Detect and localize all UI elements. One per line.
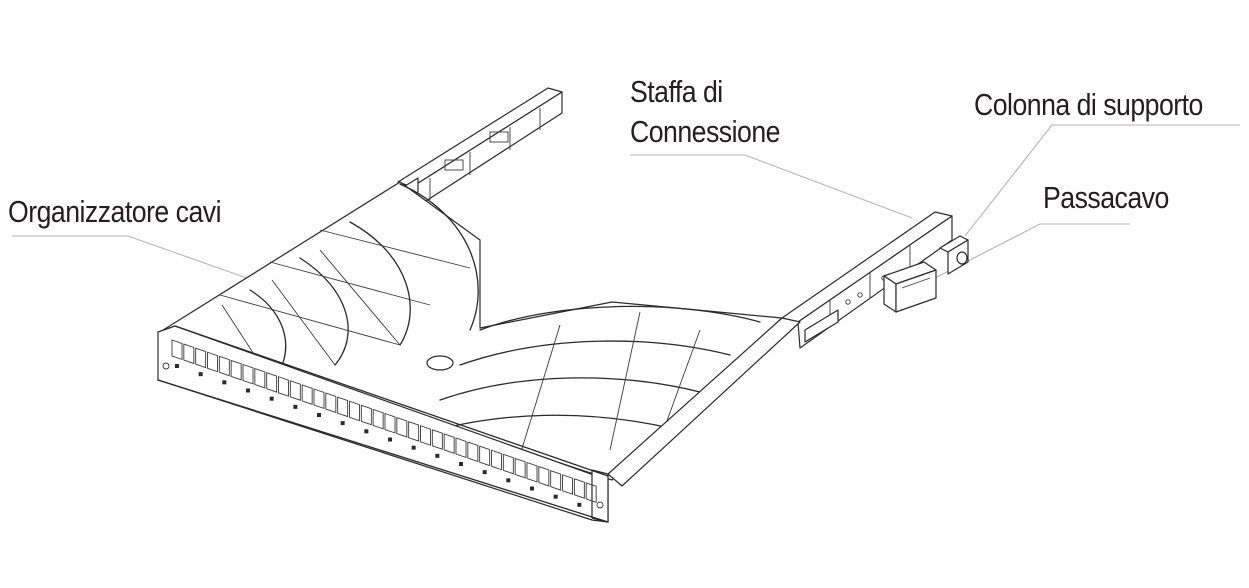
port-slot [289,380,301,401]
leader-passacavo [934,223,1130,279]
port-slot [585,482,597,503]
port-slot [502,453,514,475]
port-slot [526,461,538,483]
leader-organizzatore [12,235,259,283]
port-slot [195,347,207,369]
port-slot [491,449,502,471]
port-notch [482,470,487,475]
label-colonna-di-supporto: Colonna di supporto [974,87,1203,122]
port-slot [408,421,420,442]
label-organizzatore-cavi: Organizzatore cavi [8,194,221,229]
port-slot [443,433,455,454]
port-slot [230,359,242,381]
front-panel [157,317,801,523]
port-slot [278,376,289,397]
port-slot [431,429,443,450]
port-notch [293,404,298,409]
label-staffa-line1: Staffa di [630,74,723,109]
port-slot [313,388,325,410]
connection-bracket [781,211,969,349]
port-notch [317,413,321,417]
port-slot [396,416,408,438]
port-slot [266,372,278,393]
port-slot [207,351,218,373]
port-slot [514,457,526,479]
port-notch [577,502,582,507]
port-notch [459,462,463,466]
port-slot [550,470,562,491]
port-slot [325,392,337,414]
port-slot [301,384,313,405]
port-notch [411,445,416,450]
port-notch [175,364,179,368]
port-notch [435,453,440,458]
port-slot [420,425,431,446]
port-notch [246,388,250,393]
port-slot [538,465,550,487]
label-passacavo: Passacavo [1043,180,1169,215]
port-slot [171,339,183,361]
port-notch [269,396,274,401]
port-slot [183,343,195,365]
support-column [939,235,969,275]
port-notch [364,429,369,434]
left-rail [397,87,563,211]
leader-colonna [964,124,1240,237]
port-notch [222,380,227,385]
port-notch [340,421,345,426]
port-slot [384,412,396,434]
port-grid [171,339,597,507]
port-notch [506,478,511,483]
port-notch [198,372,203,377]
port-slot [360,404,372,426]
leader-staffa [630,154,913,219]
port-slot [455,437,467,459]
port-slot [467,441,479,463]
port-notch [388,437,392,442]
port-slot [479,445,491,467]
port-slot [218,355,230,377]
port-slot [573,478,585,499]
leader-lines [12,124,1240,283]
port-slot [242,363,254,385]
port-slot [337,396,349,418]
port-slot [372,408,384,430]
cable-pass [883,261,937,313]
port-slot [254,367,266,389]
port-slot [349,400,360,422]
port-slot [562,474,573,495]
label-staffa-line2: Connessione [630,114,780,149]
port-notch [553,494,558,499]
port-notch [530,486,534,491]
